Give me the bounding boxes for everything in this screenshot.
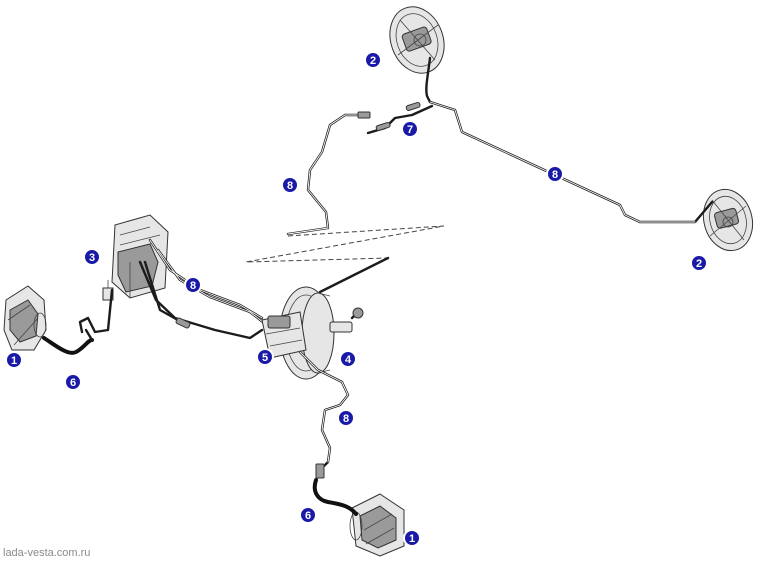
callout-4-label: 4: [345, 354, 352, 366]
callout-5-label: 5: [262, 352, 268, 364]
callout-8-right: 8: [546, 165, 564, 183]
watermark-text: lada-vesta.com.ru: [3, 547, 91, 559]
callout-1-left-label: 1: [11, 355, 17, 367]
callout-8-top-label: 8: [287, 180, 293, 192]
callout-8-middle-label: 8: [190, 280, 196, 292]
callout-4: 4: [339, 350, 357, 368]
rear-left-brake-drum: [389, 6, 445, 74]
callout-2-right-label: 2: [696, 258, 702, 270]
front-right-caliper: [349, 493, 405, 557]
rear-right-brake-drum: [702, 188, 754, 252]
callout-6-bottom: 6: [299, 506, 317, 524]
callout-6-left: 6: [64, 373, 82, 391]
brake-booster: [279, 286, 364, 380]
callout-3: 3: [83, 248, 101, 266]
callout-8-bottom: 8: [337, 409, 355, 427]
callout-2-top: 2: [364, 51, 382, 69]
abs-hydraulic-unit: [102, 214, 169, 301]
callout-6-left-label: 6: [70, 377, 76, 389]
front-right-hose: [312, 478, 358, 516]
callout-8-bottom-label: 8: [343, 413, 349, 425]
callout-8-top: 8: [281, 176, 299, 194]
callout-8-right-label: 8: [552, 169, 558, 181]
callout-6-bottom-label: 6: [305, 510, 311, 522]
callout-7: 7: [401, 120, 419, 138]
callout-2-right: 2: [690, 254, 708, 272]
master-cylinder: [261, 311, 307, 359]
callout-7-label: 7: [407, 124, 413, 136]
front-left-hose: [42, 328, 94, 355]
callout-1-bottom: 1: [403, 529, 421, 547]
front-left-caliper: [3, 285, 47, 351]
callout-8-middle: 8: [184, 276, 202, 294]
rear-brake-pipes: [286, 56, 714, 236]
callout-2-top-label: 2: [370, 55, 376, 67]
callout-1-bottom-label: 1: [409, 533, 415, 545]
callout-1-left: 1: [5, 351, 23, 369]
callout-3-label: 3: [89, 252, 95, 264]
front-right-brake-pipe: [298, 350, 350, 479]
hidden-pipe-routing: [245, 225, 445, 294]
callout-5: 5: [256, 348, 274, 366]
